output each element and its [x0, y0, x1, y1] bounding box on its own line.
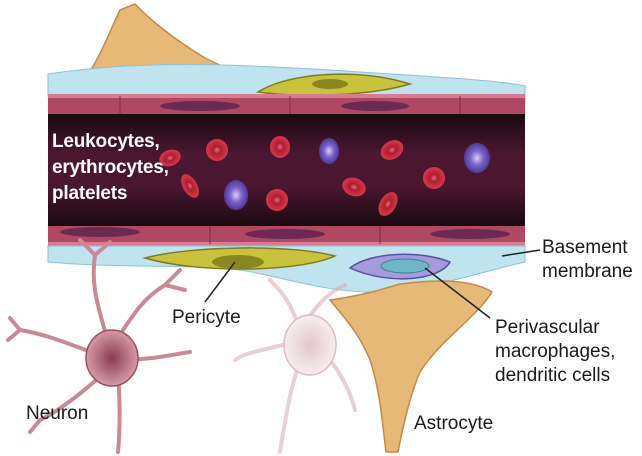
neuron-label: Neuron	[26, 402, 88, 426]
blood-cells-label: Leukocytes, erythrocytes, platelets	[52, 129, 169, 207]
perivascular-label: Perivascular macrophages, dendritic cell…	[495, 316, 615, 388]
astrocyte-label: Astrocyte	[414, 412, 493, 436]
basement-membrane-label: Basement membrane	[542, 236, 633, 284]
pericyte-label: Pericyte	[172, 306, 241, 330]
